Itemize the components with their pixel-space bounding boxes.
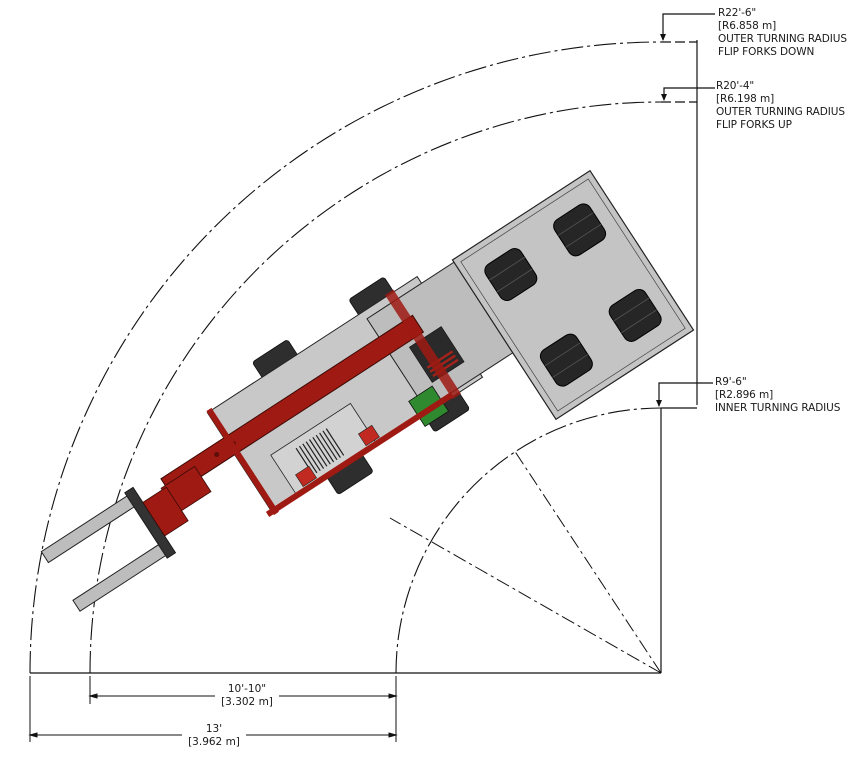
radius-description: OUTER TURNING RADIUS: [716, 106, 845, 118]
inner-arc: [395, 407, 662, 674]
turning-arcs: [29, 41, 662, 674]
dimension-imperial: 13': [205, 723, 223, 735]
radial-lines: [389, 449, 662, 674]
seats: [484, 203, 662, 387]
reference-lines: [30, 13, 715, 674]
outer-arc-forks-down: [29, 41, 662, 674]
radius-label-forks-up: R20'-4" [R6.198 m] OUTER TURNING RADIUS …: [716, 80, 845, 132]
radius-metric: [R6.858 m]: [718, 20, 777, 32]
dimension-metric: [3.302 m]: [221, 696, 273, 708]
radius-description: FLIP FORKS DOWN: [718, 46, 815, 58]
dimension-imperial: 10'-10": [227, 683, 267, 695]
radius-imperial: R22'-6": [718, 7, 757, 19]
radius-metric: [R6.198 m]: [716, 93, 775, 105]
radius-description: INNER TURNING RADIUS: [715, 402, 841, 414]
radius-description: OUTER TURNING RADIUS: [718, 33, 847, 45]
radius-metric: [R2.896 m]: [715, 389, 774, 401]
seat-platform: [451, 169, 695, 421]
radius-imperial: R20'-4": [716, 80, 755, 92]
dimension-metric: [3.962 m]: [188, 736, 240, 748]
radius-label-inner: R9'-6" [R2.896 m] INNER TURNING RADIUS: [715, 376, 840, 415]
dimension-label-10ft10: 10'-10" [3.302 m]: [215, 683, 279, 709]
linear-dimension-lines: [28, 676, 398, 742]
forks: [40, 495, 167, 612]
radius-imperial: R9'-6": [715, 376, 747, 388]
dimension-label-13ft: 13' [3.962 m]: [182, 723, 246, 749]
telehandler-vehicle: [40, 255, 523, 612]
radius-label-forks-down: R22'-6" [R6.858 m] OUTER TURNING RADIUS …: [718, 7, 847, 59]
outer-arc-forks-up: [89, 101, 662, 674]
radius-description: FLIP FORKS UP: [716, 119, 792, 131]
